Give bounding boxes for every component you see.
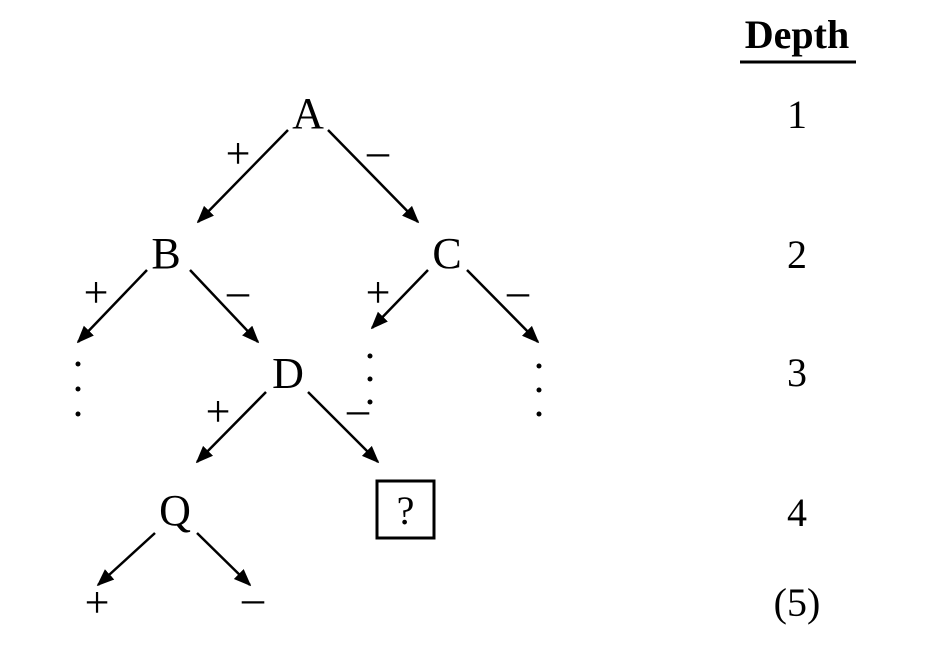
edge-c-left [370,269,429,330]
unknown-node-label: ? [397,488,415,533]
edge-a-c [327,129,420,224]
edge-sign-a-c: – [366,127,390,176]
node-b: B [151,229,180,278]
leaf-label-minus: – [241,574,265,623]
edge-sign-a-b: + [226,129,251,178]
depth-level-5: (5) [774,580,821,625]
depth-header: Depth [745,12,849,57]
depth-level-4: 4 [787,490,807,535]
node-d: D [272,349,304,398]
edge-d-unknown [307,391,380,464]
depth-level-2: 2 [787,232,807,277]
edge-sign-b-d: – [226,267,250,316]
edge-a-b [196,129,289,224]
edge-b-left [76,269,148,344]
edge-sign-c-right: – [506,267,530,316]
node-c: C [432,229,461,278]
edge-q-right [196,532,252,587]
edge-c-right [466,269,540,344]
edge-b-d [189,269,260,344]
edge-sign-c-left: + [366,268,391,317]
edge-d-q [195,391,267,464]
edge-sign-d-unknown: – [346,385,370,434]
edge-sign-d-q: + [206,387,231,436]
leaf-label-plus: + [85,578,110,627]
continuation-dots-c-left [367,353,373,405]
node-a: A [292,89,324,138]
depth-level-3: 3 [787,350,807,395]
edge-q-left [96,532,156,587]
edge-sign-b-left: + [84,268,109,317]
continuation-dots-b-left [75,361,81,417]
depth-level-1: 1 [787,92,807,137]
node-q: Q [159,486,191,535]
unknown-node-box [375,479,436,540]
continuation-dots-c-right [536,363,542,417]
